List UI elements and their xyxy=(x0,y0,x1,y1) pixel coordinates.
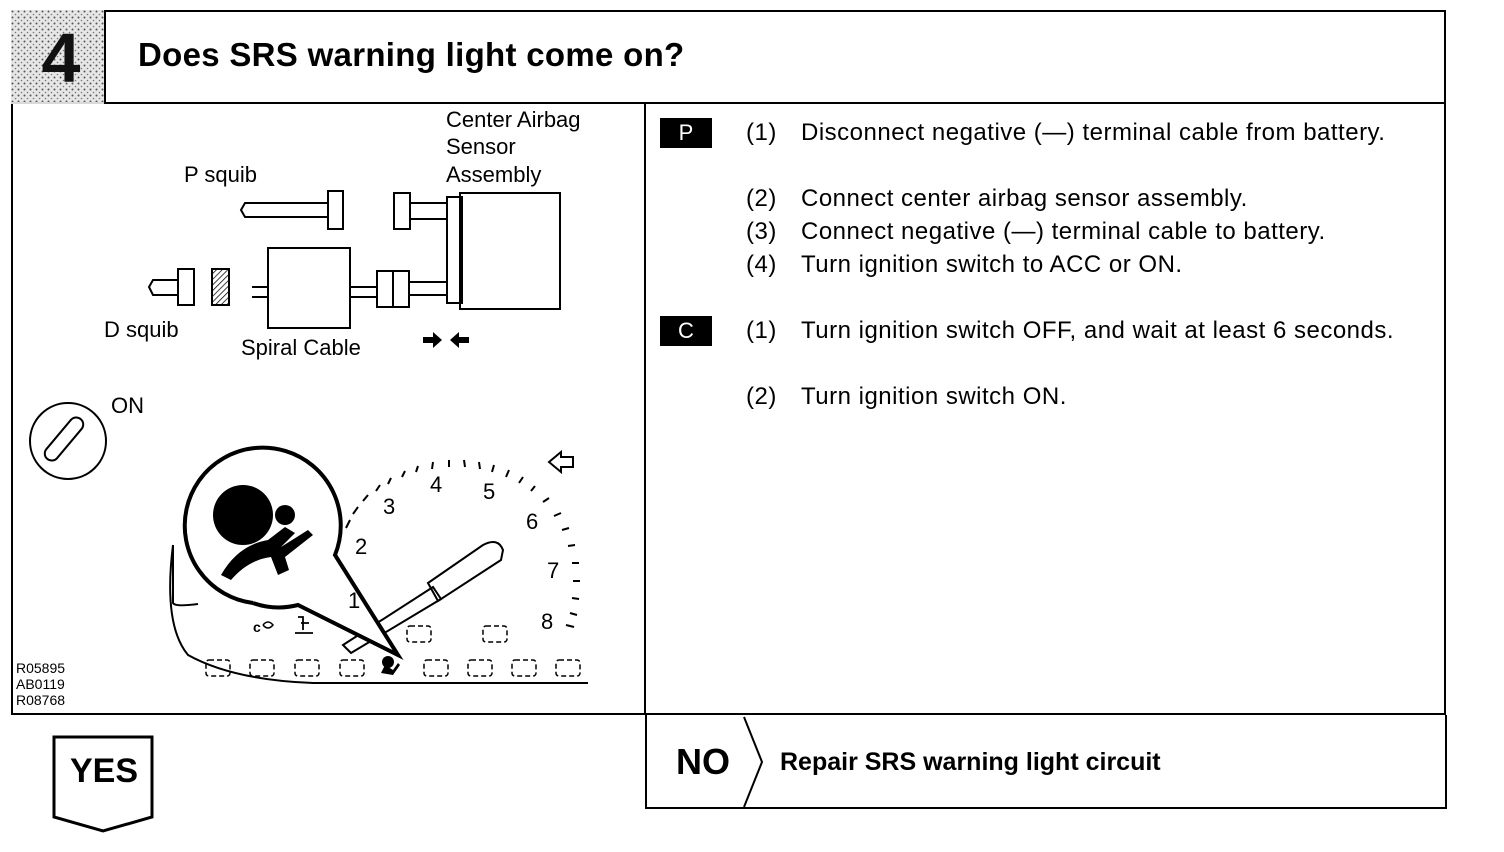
step-text: Connect center airbag sensor assembly. xyxy=(801,185,1248,212)
procedure-badge-p: P xyxy=(660,118,712,148)
no-branch-box xyxy=(645,715,1447,809)
step-num: (3) xyxy=(746,218,777,245)
step-num: (2) xyxy=(746,383,777,410)
no-chevron-icon xyxy=(743,716,764,808)
procedure-c: (1) Turn ignition switch OFF, and wait a… xyxy=(746,314,1436,424)
warning-lamps xyxy=(205,625,581,677)
step-text: Turn ignition switch OFF, and wait at le… xyxy=(801,317,1395,344)
instrument-cluster xyxy=(169,540,588,684)
step-frame xyxy=(11,10,1446,715)
no-label: NO xyxy=(676,741,730,782)
step-num: (1) xyxy=(746,317,777,344)
label-center-airbag: Center Airbag xyxy=(446,107,581,132)
temp-icon xyxy=(295,616,313,634)
step-text: Connect negative (—) terminal cable to b… xyxy=(801,218,1326,245)
airbag-lamp-icon xyxy=(381,656,400,675)
gauge-number: 2 xyxy=(355,534,368,559)
gauge-number: 3 xyxy=(383,494,396,519)
gauge-number: 5 xyxy=(483,479,496,504)
column-divider xyxy=(644,103,646,715)
stipple-pattern-icon xyxy=(11,10,104,102)
gauge-number: 1 xyxy=(348,588,361,613)
step-text: Disconnect negative (—) terminal cable f… xyxy=(801,119,1386,146)
label-ignition-on: ON xyxy=(111,393,144,418)
gauge-number: 6 xyxy=(526,509,539,534)
procedure-badge-c: C xyxy=(660,316,712,346)
gauge-number: 8 xyxy=(541,609,554,634)
spiral-cable-body xyxy=(267,247,351,329)
no-action-text: Repair SRS warning light circuit xyxy=(780,748,1161,776)
label-spiral-cable: Spiral Cable xyxy=(241,335,361,360)
step-num: (2) xyxy=(746,185,777,212)
gauge-number: 7 xyxy=(547,558,560,583)
label-p-squib: P squib xyxy=(184,162,257,187)
step-title: Does SRS warning light come on? xyxy=(138,36,685,73)
yes-label: YES xyxy=(69,752,139,790)
figure-code: R05895 xyxy=(16,660,66,676)
tachometer-ticks xyxy=(345,459,580,628)
airbag-diagram: c xyxy=(29,190,588,684)
figure-code: R08768 xyxy=(16,692,66,708)
step-number-box xyxy=(11,10,106,104)
step-num: (4) xyxy=(746,251,777,278)
step-text: Turn ignition switch ON. xyxy=(801,383,1067,410)
sensor-assembly-body xyxy=(459,192,561,310)
ignition-switch-icon xyxy=(29,402,107,480)
figure-codes: R05895 AB0119 R08768 xyxy=(16,660,65,708)
airbag-warning-icon xyxy=(213,485,313,580)
step-number: 4 xyxy=(41,19,81,97)
label-d-squib: D squib xyxy=(104,317,179,342)
turn-signal-icon xyxy=(547,449,574,475)
label-assembly: Assembly xyxy=(446,162,542,187)
label-sensor: Sensor xyxy=(446,134,516,159)
step-header xyxy=(11,10,1446,104)
procedure-p: (1) Disconnect negative (—) terminal cab… xyxy=(746,116,1436,286)
yes-branch-shape xyxy=(52,735,154,833)
gauge-number: 4 xyxy=(430,472,443,497)
figure-code: AB0119 xyxy=(16,676,65,692)
step-text: Turn ignition switch to ACC or ON. xyxy=(801,251,1183,278)
step-num: (1) xyxy=(746,119,777,146)
connect-arrows-icon xyxy=(423,332,469,348)
svg-text:c: c xyxy=(253,619,261,635)
